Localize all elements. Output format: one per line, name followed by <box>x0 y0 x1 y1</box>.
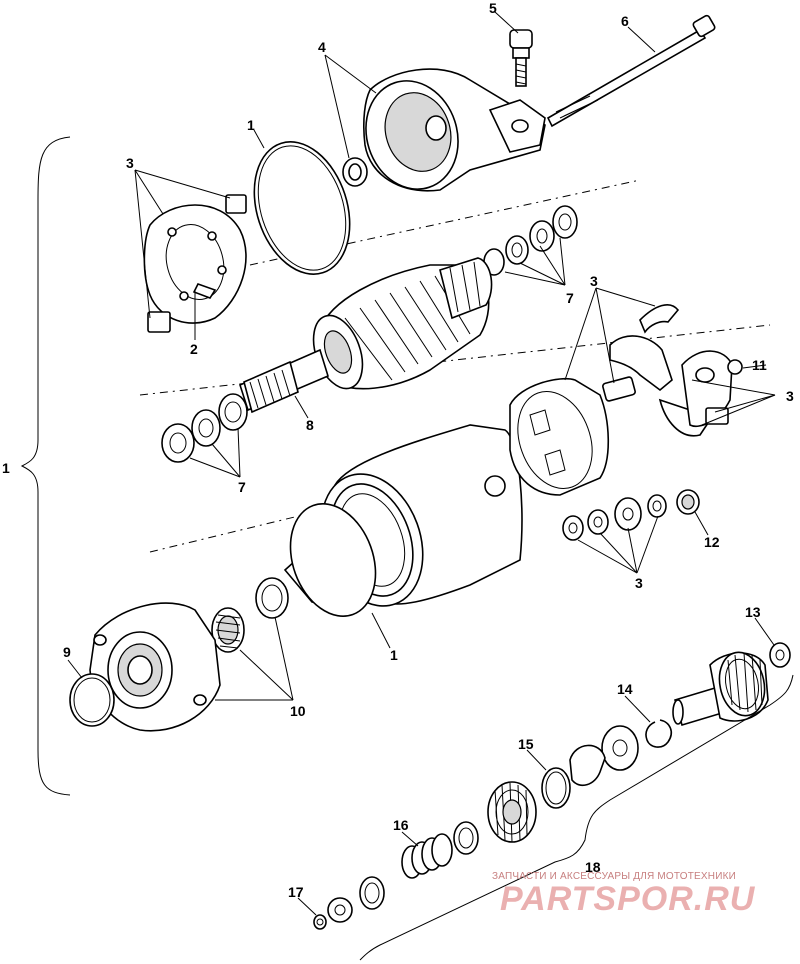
bushing-4 <box>342 157 368 187</box>
callout-7-lower: 7 <box>238 479 246 495</box>
o-ring-lower <box>289 503 377 617</box>
callout-5: 5 <box>489 0 497 16</box>
callout-3-brushplate: 3 <box>126 155 134 171</box>
brush-holder <box>602 304 733 437</box>
o-ring-9 <box>69 673 115 727</box>
callout-8: 8 <box>306 417 314 433</box>
circlip-17 <box>313 914 327 930</box>
callout-13: 13 <box>745 604 761 620</box>
cap-screw <box>509 29 533 87</box>
magnet-shell <box>509 378 610 496</box>
drive-spring <box>401 833 453 879</box>
brush-plate <box>143 194 247 333</box>
needle-bearing <box>211 607 245 653</box>
callout-16: 16 <box>393 817 409 833</box>
callout-15: 15 <box>518 736 534 752</box>
callout-1-top: 1 <box>247 117 255 133</box>
end-cover <box>363 68 546 192</box>
end-cap-12 <box>676 489 700 515</box>
washer-stack-lower <box>161 393 248 463</box>
assembly-bracket-1 <box>20 136 71 796</box>
callout-7-upper: 7 <box>566 290 574 306</box>
callout-3-washers: 3 <box>635 575 643 591</box>
callout-1-mid: 1 <box>390 647 398 663</box>
callout-1-left: 1 <box>2 460 10 476</box>
callout-4: 4 <box>318 39 326 55</box>
leader-lines <box>67 11 776 916</box>
collar <box>359 876 385 910</box>
pinion-shaft <box>672 651 769 727</box>
callout-14: 14 <box>617 681 633 697</box>
bearing-cup <box>255 577 289 619</box>
washer-13 <box>769 642 791 668</box>
through-bolt <box>546 14 716 128</box>
callout-9: 9 <box>63 644 71 660</box>
callout-18: 18 <box>585 859 601 875</box>
bushing-11 <box>727 359 743 375</box>
sleeve <box>453 821 479 855</box>
washer-17 <box>327 897 353 923</box>
callout-10: 10 <box>290 703 306 719</box>
o-ring-upper <box>253 141 351 275</box>
callout-17: 17 <box>288 884 304 900</box>
callout-3-brushes: 3 <box>590 273 598 289</box>
callout-6: 6 <box>621 13 629 29</box>
callout-12: 12 <box>704 534 720 550</box>
washer-stack-mid <box>562 494 667 541</box>
snap-ring-14 <box>645 719 672 748</box>
callout-3-holder: 3 <box>786 388 794 404</box>
front-housing <box>89 602 221 732</box>
assembly-bracket-18 <box>359 674 794 961</box>
drive-clutch <box>487 781 537 843</box>
callout-11: 11 <box>752 357 767 373</box>
armature <box>239 257 493 414</box>
watermark-logo: PARTSPOR.RU <box>500 880 756 918</box>
retaining-ring-15 <box>541 767 571 809</box>
callout-2: 2 <box>190 341 198 357</box>
clutch-spring-washer <box>569 744 606 787</box>
watermark-tagline: ЗАПЧАСТИ И АКСЕССУАРЫ ДЛЯ МОТОТЕХНИКИ <box>492 871 737 882</box>
thrust-washer <box>601 725 639 771</box>
